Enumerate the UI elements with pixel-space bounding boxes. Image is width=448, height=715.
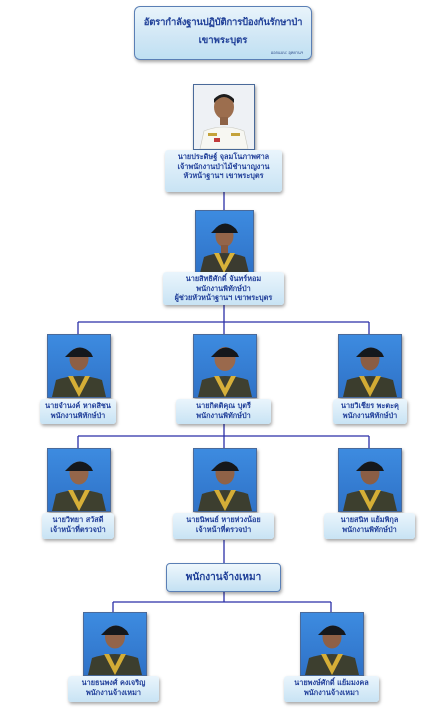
row1-name-2: นายกิตติคุณ บุตรี [196,401,251,410]
chief-name: นายประดิษฐ์ จุลมโนภาพศาล [177,152,270,161]
row2-name-2: นายนิพนธ์ หายห่วงน้อย [186,515,261,524]
row1-position-2: พนักงานพิทักษ์ป่า [196,410,251,420]
row3-name-2: นายพงษ์ศักดิ์ แย้มมงคล [294,678,369,687]
row3-label-2: นายพงษ์ศักดิ์ แย้มมงคล พนักงานจ้างเหมา [284,676,379,702]
chief-photo [193,84,255,150]
title-credit: ออกแบบ: อุทยานฯ [270,50,303,55]
title-line-1: อัตรากำลังฐานปฏิบัติการป้องกันรักษาป่า [143,17,303,28]
row2-name-3: นายสนิท แย้มพิกุล [340,515,399,524]
row3-label-1: นายธนพงศ์ คงเจริญ พนักงานจ้างเหมา [68,676,159,702]
deputy-position: พนักงานพิทักษ์ป่า [196,283,251,293]
row1-photo-3 [338,334,402,398]
row2-label-3: นายสนิท แย้มพิกุล พนักงานพิทักษ์ป่า [324,513,415,539]
row2-photo-1 [47,448,111,512]
deputy-role: ผู้ช่วยหัวหน้าฐานฯ เขาพระบุตร [174,293,273,302]
contract-staff-heading: พนักงานจ้างเหมา [166,563,281,592]
row1-name-1: นายจำนงค์ หาดสิชน [45,401,111,410]
deputy-photo [195,210,254,274]
row1-position-1: พนักงานพิทักษ์ป่า [50,410,106,420]
row2-photo-3 [338,448,402,512]
row2-label-2: นายนิพนธ์ หายห่วงน้อย เจ้าหน้าที่ตรวจป่า [173,513,274,539]
deputy-label: นายสิทธิศักดิ์ จันทร์หอม พนักงานพิทักษ์ป… [163,272,284,305]
chief-position: เจ้าพนักงานป่าไม้ชำนาญงาน [177,161,270,171]
row1-photo-2 [193,334,257,398]
row2-position-1: เจ้าหน้าที่ตรวจป่า [50,524,106,534]
deputy-name: นายสิทธิศักดิ์ จันทร์หอม [185,274,262,283]
row2-position-3: พนักงานพิทักษ์ป่า [342,524,397,534]
chart-title-box: อัตรากำลังฐานปฏิบัติการป้องกันรักษาป่า เ… [134,6,312,60]
chief-label: นายประดิษฐ์ จุลมโนภาพศาล เจ้าพนักงานป่าไ… [165,150,282,192]
row2-label-1: นายวิทยา สวัสดี เจ้าหน้าที่ตรวจป่า [42,513,114,539]
row1-position-3: พนักงานพิทักษ์ป่า [342,410,398,420]
row2-position-2: เจ้าหน้าที่ตรวจป่า [195,524,252,534]
row3-position-1: พนักงานจ้างเหมา [85,687,141,697]
row3-position-2: พนักงานจ้างเหมา [303,687,359,697]
row2-name-1: นายวิทยา สวัสดี [52,515,104,524]
title-line-2: เขาพระบุตร [198,35,248,46]
row1-label-1: นายจำนงค์ หาดสิชน พนักงานพิทักษ์ป่า [40,399,116,424]
row1-label-2: นายกิตติคุณ บุตรี พนักงานพิทักษ์ป่า [176,399,271,424]
row1-photo-1 [47,334,111,398]
row3-photo-1 [83,612,147,676]
row1-label-3: นายวิเชียร พะตะคุ พนักงานพิทักษ์ป่า [333,399,407,424]
chief-role: หัวหน้าฐานฯ เขาพระบุตร [183,171,264,180]
row3-name-1: นายธนพงศ์ คงเจริญ [81,678,146,687]
row2-photo-2 [193,448,257,512]
row1-name-3: นายวิเชียร พะตะคุ [341,401,399,410]
row3-photo-2 [300,612,364,676]
